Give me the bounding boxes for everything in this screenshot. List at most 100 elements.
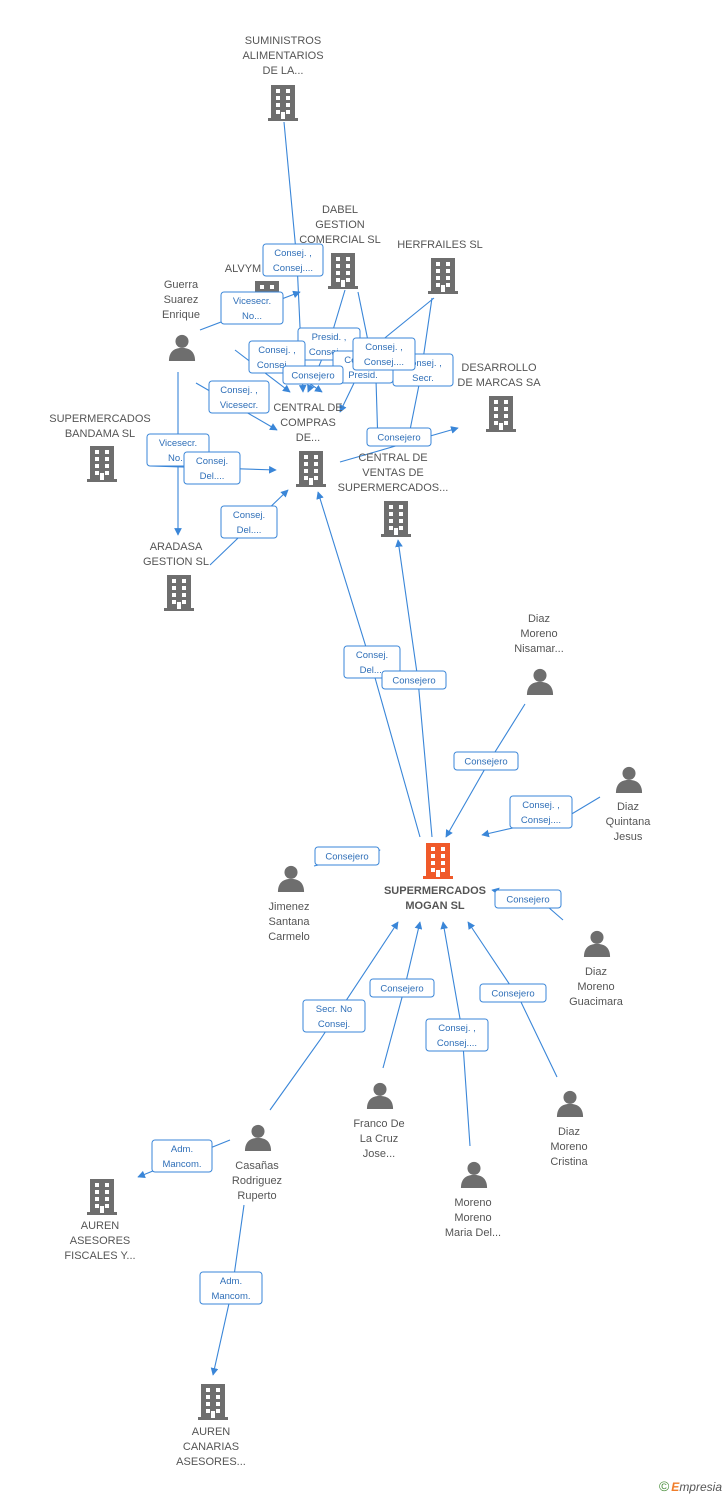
node-label-line: Diaz [528,613,550,625]
edge-label[interactable]: Adm.Mancom. [151,1139,213,1173]
edge-label[interactable]: Consejero [314,846,380,866]
person-icon [526,668,554,695]
edge-label[interactable]: Consejero [381,670,447,690]
edge-label[interactable]: Consejero [494,889,562,909]
edge-label[interactable]: Consej. ,Vicesecr. [208,380,270,414]
node-label-line: SUPERMERCADOS [384,885,486,897]
edge-label-text: Mancom. [211,1291,250,1302]
edge-label[interactable]: Consejero [366,427,432,447]
edge-label[interactable]: Consejero [282,365,344,385]
edge-label[interactable]: Consejero [453,751,519,771]
edge-label-box [494,889,562,909]
edge-label[interactable]: Adm.Mancom. [199,1271,263,1305]
edge-label[interactable]: Vicesecr.No... [220,291,284,325]
node-alvym[interactable]: ALVYM [225,263,282,317]
node-label-line: Franco De [353,1118,404,1130]
footer-brand[interactable]: ©Empresia [659,1478,722,1494]
node-label-line: COMERCIAL SL [299,234,381,246]
edge-label[interactable]: Consejero [369,978,435,998]
node-label-line: DE... [296,432,320,444]
edge-label-text: Presid. , [312,332,347,343]
person-icon [366,1082,394,1109]
node-label-line: CENTRAL DE [273,402,342,414]
edge-label-text: Consejero [291,371,334,382]
edge-label-text: Adm. [171,1144,193,1155]
node-herfrailes[interactable]: HERFRAILES SL [397,239,483,294]
edge-label-text: Consej. [318,1019,350,1030]
edge-label[interactable]: Consej. ,Consej.... [248,340,306,374]
building-icon [428,258,458,294]
building-icon [328,253,358,289]
edge-label-box [183,451,241,485]
node-label-line: ASESORES [70,1235,131,1247]
edge-label[interactable]: Secr. No Consej. [302,999,366,1033]
edge-label-text: Consej. [233,510,265,521]
node-label-line: ARADASA [150,541,203,553]
edge-label-text: Presid. [348,370,378,381]
edge-label[interactable]: Consej. ,Consej.... [262,243,324,277]
node-label-line: SUMINISTROS [245,35,321,47]
node-label-line: Guerra [164,279,199,291]
building-icon [164,575,194,611]
person-icon [615,766,643,793]
node-label-line: La Cruz [360,1133,399,1145]
edge-label-text: Consejero [377,433,420,444]
node-label-line: Diaz [617,801,639,813]
node-label-line: COMPRAS [280,417,336,429]
node-label-line: Moreno [550,1141,587,1153]
edge-label-text: Consej.... [257,360,297,371]
edge-label-text: Consej.... [309,347,349,358]
brand-initial: E [671,1480,680,1494]
edge-label[interactable]: Consej. ,Consej.... [425,1018,489,1052]
edge-label[interactable]: Consejero [479,983,547,1003]
edge-label-text: Secr. No [316,1004,352,1015]
node-label-line: CANARIAS [183,1441,239,1453]
building-icon [198,1384,228,1420]
edge-label[interactable]: Consej.Del.... [343,645,401,679]
node-label-line: Rodriguez [232,1175,282,1187]
node-label-line: Enrique [162,309,200,321]
edge-label-text: Consej. , [220,385,258,396]
edge-label-text: Consej.... [364,357,404,368]
node-label-line: Jesus [614,831,643,843]
building-icon [296,451,326,487]
node-central-compras[interactable]: CENTRAL DE COMPRAS DE... [273,402,343,487]
edge-label-box [366,427,432,447]
edge-label-text: Consej.... [521,815,561,826]
edge-label-text: Vicesecr. [233,296,271,307]
edge-label[interactable]: Consej. ,Consej.... [509,795,573,829]
edge-label-box [509,795,573,829]
node-label-line: Moreno [454,1212,491,1224]
building-icon [87,446,117,482]
edge-label[interactable]: Consej. ,Consej.... [352,337,416,371]
edge-label[interactable]: Consej.Del.... [183,451,241,485]
node-label-line: Santana [269,916,311,928]
edge-label-text: Consejero [325,852,368,863]
edge-label[interactable]: Consej.Del.... [220,505,278,539]
node-label-line: DE LA... [263,65,304,77]
node-label-line: AUREN [192,1426,231,1438]
person-icon [583,930,611,957]
